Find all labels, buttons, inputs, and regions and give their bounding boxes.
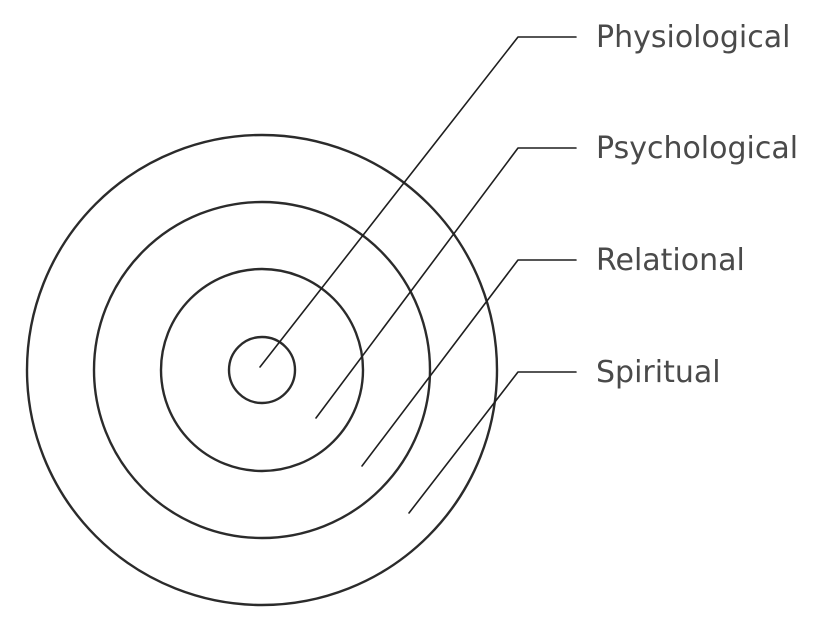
leader-line-relational	[361, 259, 577, 467]
leader-line-psychological	[315, 147, 577, 419]
ring-physiological	[227, 335, 297, 405]
label-psychological: Psychological	[596, 131, 798, 166]
label-relational: Relational	[596, 243, 745, 278]
label-spiritual: Spiritual	[596, 355, 721, 390]
label-physiological: Physiological	[596, 20, 790, 55]
ring-spiritual	[25, 133, 499, 607]
ring-relational	[92, 200, 432, 540]
ring-psychological	[159, 267, 365, 473]
leader-line-physiological	[259, 36, 577, 368]
leader-line-spiritual	[408, 371, 577, 514]
